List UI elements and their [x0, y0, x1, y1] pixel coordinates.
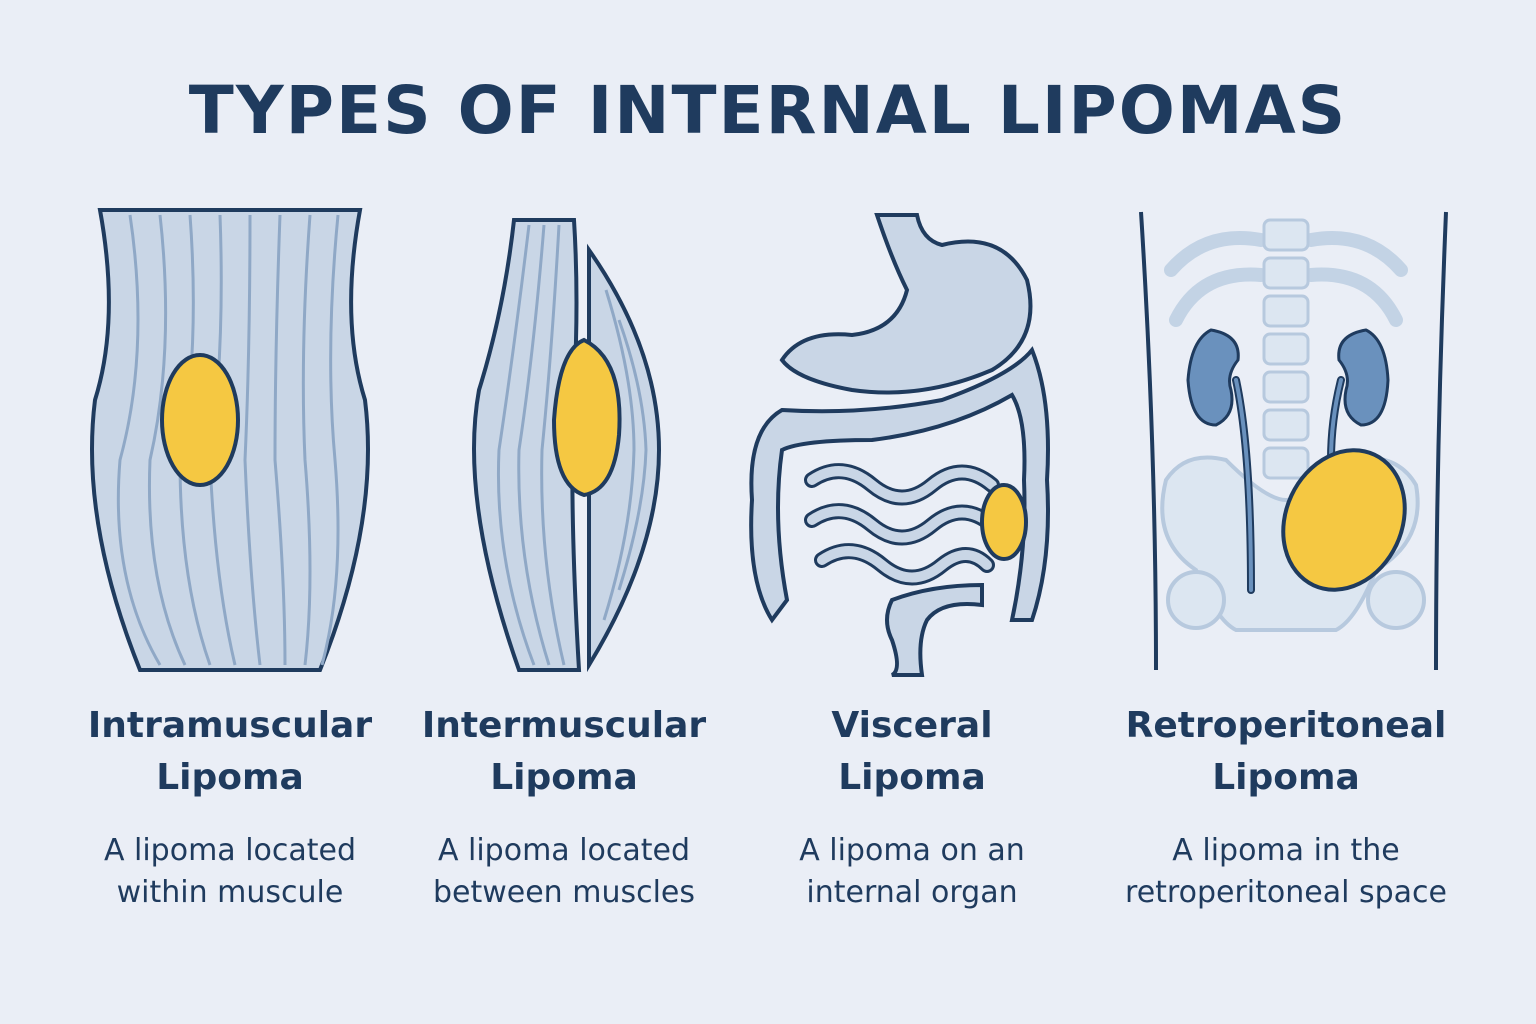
intramuscular-illustration: [90, 208, 370, 672]
intermuscular-illustration: [472, 218, 662, 673]
desc-line1: A lipoma located: [437, 833, 691, 868]
desc-line2: between muscles: [432, 875, 696, 910]
fat-mass: [551, 337, 622, 498]
type-name-line1: Intramuscular: [87, 705, 373, 746]
rectum: [885, 582, 984, 677]
left-kidney: [1186, 328, 1240, 427]
right-kidney: [1337, 328, 1390, 427]
ureters-inner: [1234, 378, 1343, 592]
retroperitoneal-illustration: [1139, 211, 1448, 671]
type-name-line1: Intermuscular: [421, 705, 707, 746]
type-name-line1: Retroperitoneal: [1125, 705, 1447, 746]
panel-intramuscular: Intramuscular Lipoma A lipoma located wi…: [60, 200, 400, 914]
muscle-fibers: [496, 224, 648, 666]
desc-line1: A lipoma in the: [1172, 833, 1400, 868]
type-description: A lipoma on an internal organ: [742, 830, 1082, 914]
desc-line2: retroperitoneal space: [1125, 875, 1447, 910]
hip-joints: [1166, 570, 1426, 630]
type-description: A lipoma in the retroperitoneal space: [1116, 830, 1456, 914]
panel-retroperitoneal: Retroperitoneal Lipoma A lipoma in the r…: [1116, 200, 1456, 914]
fat-mass: [1281, 448, 1407, 592]
type-name: Retroperitoneal Lipoma: [1116, 700, 1456, 804]
desc-line1: A lipoma on an: [799, 833, 1025, 868]
type-name: Visceral Lipoma: [742, 700, 1082, 804]
type-name: Intermuscular Lipoma: [394, 700, 734, 804]
type-name-line1: Visceral: [831, 705, 993, 746]
type-name: Intramuscular Lipoma: [60, 700, 400, 804]
stomach: [779, 213, 1033, 395]
type-description: A lipoma located between muscles: [394, 830, 734, 914]
fat-mass: [980, 483, 1028, 561]
ribs: [1164, 231, 1408, 327]
page-title: TYPES OF INTERNAL LIPOMAS: [188, 72, 1348, 149]
torso-outline: [1139, 211, 1448, 671]
fat-mass: [160, 353, 240, 487]
type-name-line2: Lipoma: [1212, 757, 1360, 798]
desc-line1: A lipoma located: [103, 833, 357, 868]
right-muscle: [587, 243, 662, 673]
desc-line2: within muscule: [116, 875, 344, 910]
panel-visceral: Visceral Lipoma A lipoma on an internal …: [742, 200, 1082, 914]
type-description: A lipoma located within muscule: [60, 830, 400, 914]
small-intestine: [804, 463, 1000, 586]
desc-line2: internal organ: [806, 875, 1018, 910]
large-intestine: [749, 346, 1050, 624]
type-name-line2: Lipoma: [490, 757, 638, 798]
type-name-line2: Lipoma: [838, 757, 986, 798]
type-name-line2: Lipoma: [156, 757, 304, 798]
panel-intermuscular: Intermuscular Lipoma A lipoma located be…: [394, 200, 734, 914]
visceral-illustration: [749, 213, 1050, 677]
spine: [1262, 218, 1310, 480]
